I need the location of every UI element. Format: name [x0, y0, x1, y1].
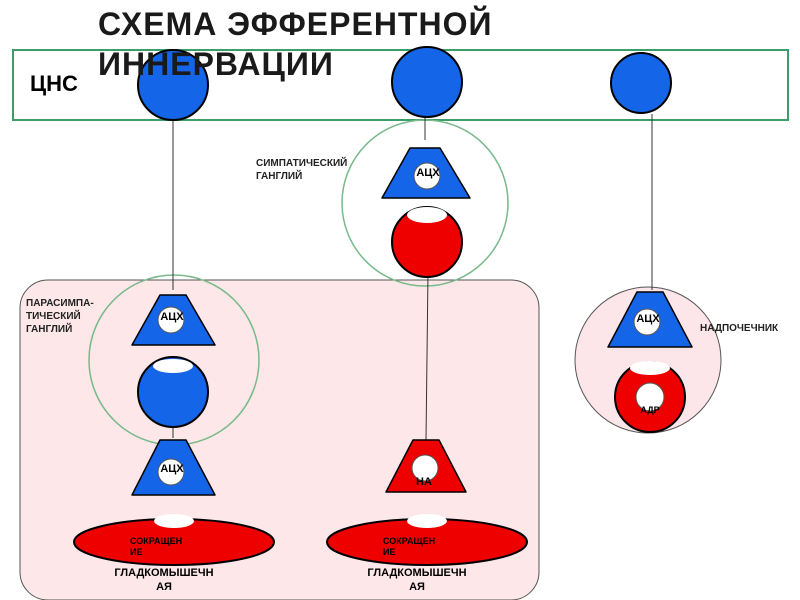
- adrenal-gland-label: НАДПОЧЕЧНИК: [700, 323, 779, 334]
- sympathetic-na-label: НА: [416, 476, 432, 488]
- cns-band: [12, 49, 789, 121]
- sympathetic-ach-label: АЦХ: [416, 167, 440, 179]
- sympathetic-ach-vesicle: [413, 162, 441, 190]
- parasympathetic-ach-label-2: АЦХ: [160, 463, 184, 475]
- cns-neuron-2: [391, 46, 463, 118]
- parasympathetic-ach-vesicle-1: [157, 306, 185, 334]
- sympathetic-na-vesicle: [411, 454, 439, 482]
- cns-label: ЦНС: [30, 71, 78, 96]
- diagram-title: СХЕМА ЭФФЕРЕНТНОЙ ИННЕРВАЦИИ: [98, 6, 493, 82]
- adrenal-adrenaline-label: АДР: [640, 405, 660, 415]
- adrenal-ach-vesicle: [633, 308, 661, 336]
- effector-label-left: ГЛАДКОМЫШЕЧНАЯ: [114, 567, 214, 593]
- effect-label-left: СОКРАЩЕНИЕ: [130, 536, 183, 557]
- adrenal-ach-label: АЦХ: [636, 313, 660, 325]
- effect-label-right: СОКРАЩЕНИЕ: [383, 536, 436, 557]
- sympathetic-ganglion-label: СИМПАТИЧЕСКИЙ ГАНГЛИЙ: [256, 158, 348, 182]
- cns-neuron-3: [610, 52, 672, 114]
- smooth-muscle-left-receptor: [154, 514, 194, 528]
- adrenal-cell-receptor: [630, 361, 670, 375]
- sympathetic-neuron-receptor: [407, 207, 447, 223]
- parasympathetic-neuron-receptor: [153, 359, 193, 373]
- parasympathetic-ach-label-1: АЦХ: [160, 311, 184, 323]
- cns-neuron-1: [137, 49, 209, 121]
- parasympathetic-ganglion-label: ПАРАСИМПА- ТИЧЕСКИЙ ГАНГЛИЙ: [26, 298, 94, 335]
- adrenal-adrenaline-vesicle: [635, 382, 665, 412]
- smooth-muscle-right-receptor: [407, 514, 447, 528]
- parasympathetic-ach-vesicle-2: [157, 458, 185, 486]
- axon-sympathetic-postganglionic: [425, 271, 429, 441]
- effector-label-right: ГЛАДКОМЫШЕЧНАЯ: [367, 567, 467, 593]
- parasympathetic-ganglion-neuron: [137, 356, 209, 428]
